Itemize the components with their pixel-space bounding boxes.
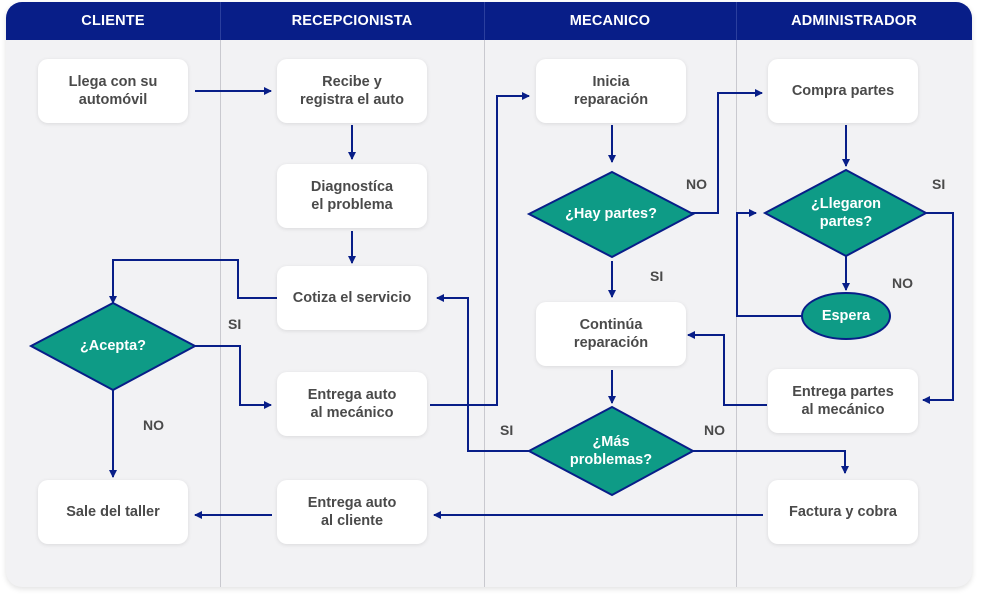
arrow-llegaron-entrega-partes — [922, 212, 954, 404]
edge-label-hay-no: NO — [686, 176, 707, 192]
edge-label-llegaron-no: NO — [892, 275, 913, 291]
node-llega: Llega con su automóvil — [38, 59, 188, 123]
arrow-mas-cotiza — [436, 294, 529, 452]
node-cotiza: Cotiza el servicio — [277, 266, 427, 330]
header-separator — [220, 2, 221, 40]
edge-label-llegaron-si: SI — [932, 176, 946, 192]
node-entrega-mecanico: Entrega auto al mecánico — [277, 372, 427, 436]
decision-acepta-label: ¿Acepta? — [79, 338, 147, 354]
header-separator — [484, 2, 485, 40]
lane-header-bar — [6, 2, 972, 40]
espera-shape — [801, 292, 891, 340]
lane-title-mecanico: MECANICO — [569, 13, 651, 29]
arrow-entrega-mecanico-inicia — [430, 92, 530, 406]
lane-body-top — [6, 40, 972, 54]
node-factura: Factura y cobra — [768, 480, 918, 544]
arrow-acepta-entrega-mecanico — [195, 345, 272, 409]
node-entrega-cliente: Entrega auto al cliente — [277, 480, 427, 544]
decision-mas-problemas-label: ¿Más problemas? — [569, 434, 653, 468]
arrow-cotiza-acepta — [109, 259, 277, 304]
decision-hay-partes-label: ¿Hay partes? — [565, 206, 657, 222]
decision-mas-problemas-shape — [526, 405, 696, 497]
arrow-mas-factura — [693, 450, 849, 474]
lane-title-administrador: ADMINISTRADOR — [791, 13, 917, 29]
lane-divider — [484, 40, 485, 587]
arrow-espera-llegaron — [736, 209, 803, 317]
node-diagnostica: Diagnostíca el problema — [277, 164, 427, 228]
node-recibe: Recibe y registra el auto — [277, 59, 427, 123]
node-entrega-partes: Entrega partes al mecánico — [768, 369, 918, 433]
node-inicia: Inicia reparación — [536, 59, 686, 123]
edge-label-acepta-si: SI — [228, 316, 242, 332]
node-sale: Sale del taller — [38, 480, 188, 544]
decision-hay-partes-shape — [526, 170, 696, 259]
edge-label-hay-si: SI — [650, 268, 664, 284]
edge-label-mas-si: SI — [500, 422, 514, 438]
espera-label: Espera — [821, 308, 871, 324]
lane-title-recepcionista: RECEPCIONISTA — [291, 13, 413, 29]
decision-llegaron-shape — [762, 168, 929, 258]
node-compra: Compra partes — [768, 59, 918, 123]
arrow-hay-compra — [691, 89, 763, 214]
node-continua: Continúa reparación — [536, 302, 686, 366]
edge-label-acepta-no: NO — [143, 417, 164, 433]
decision-acepta-shape — [28, 301, 198, 392]
lane-divider — [220, 40, 221, 587]
lane-title-cliente: CLIENTE — [81, 13, 145, 29]
decision-llegaron-label: ¿Llegaron partes? — [810, 196, 882, 230]
edge-label-mas-no: NO — [704, 422, 725, 438]
arrow-entrega-partes-continua — [687, 331, 767, 406]
header-separator — [736, 2, 737, 40]
